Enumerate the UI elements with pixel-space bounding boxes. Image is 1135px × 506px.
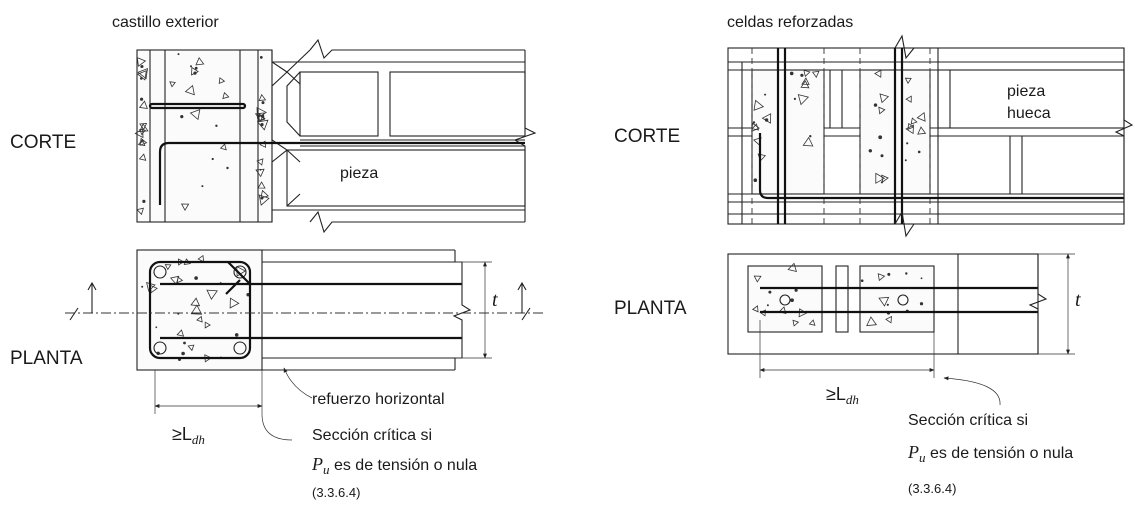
left-detail: castillo exterior CORTE PLANTA piez <box>10 14 545 500</box>
right-t-label: t <box>1075 289 1081 311</box>
right-seccion-line2: Pu es de tensión o nula <box>907 442 1073 465</box>
left-refuerzo-leader <box>283 367 313 399</box>
left-corte-aggregate <box>134 53 270 216</box>
left-pieza-label: pieza <box>340 165 378 182</box>
left-ref-code: (3.3.6.4) <box>312 485 360 500</box>
right-planta-plan: t ≥Ldh Sección crítica si Pu es de tensi… <box>727 253 1081 496</box>
left-refuerzo-label: refuerzo horizontal <box>312 391 445 408</box>
left-planta-plan: t ≥Ldh refuerzo horizontal Sección críti… <box>65 249 545 500</box>
right-pieza-line1: pieza <box>1007 83 1045 100</box>
left-seccion-line1: Sección crítica si <box>312 427 432 444</box>
right-cell-1 <box>751 69 825 195</box>
right-title: celdas reforzadas <box>727 14 853 31</box>
left-corte-elevation: pieza <box>134 38 537 234</box>
left-break-bottom <box>309 210 525 234</box>
left-corte-label: CORTE <box>10 132 76 153</box>
left-planta-label: PLANTA <box>10 348 83 369</box>
left-seccion-line2: Pu es de tensión o nula <box>311 454 477 477</box>
left-t-label: t <box>492 289 498 311</box>
right-corte-elevation: pieza hueca <box>727 34 1134 238</box>
left-break-top <box>309 38 525 60</box>
left-ldh-label: ≥Ldh <box>172 424 205 447</box>
left-break-right <box>513 50 537 222</box>
right-detail: celdas reforzadas CORTE PLANTA <box>614 14 1134 496</box>
right-horizontal-bar <box>758 133 1124 200</box>
right-ref-code: (3.3.6.4) <box>908 481 956 496</box>
right-corte-label: CORTE <box>614 126 680 147</box>
left-seccion-leader <box>261 413 293 441</box>
right-wall-plan <box>727 253 1039 355</box>
left-horizontal-bar <box>158 141 525 205</box>
left-stirrup <box>148 260 252 360</box>
right-seccion-line1: Sección crítica si <box>908 412 1028 429</box>
right-seccion-leader <box>943 376 1001 406</box>
left-title: castillo exterior <box>112 14 219 31</box>
right-plan-cell-2 <box>859 265 935 333</box>
left-tie-bar <box>148 102 247 110</box>
left-toothing-edge <box>271 50 288 222</box>
right-ldh-label: ≥Ldh <box>826 384 859 407</box>
right-pieza-line2: hueca <box>1007 105 1051 122</box>
left-castillo-column <box>136 49 273 223</box>
right-planta-label: PLANTA <box>614 298 687 319</box>
